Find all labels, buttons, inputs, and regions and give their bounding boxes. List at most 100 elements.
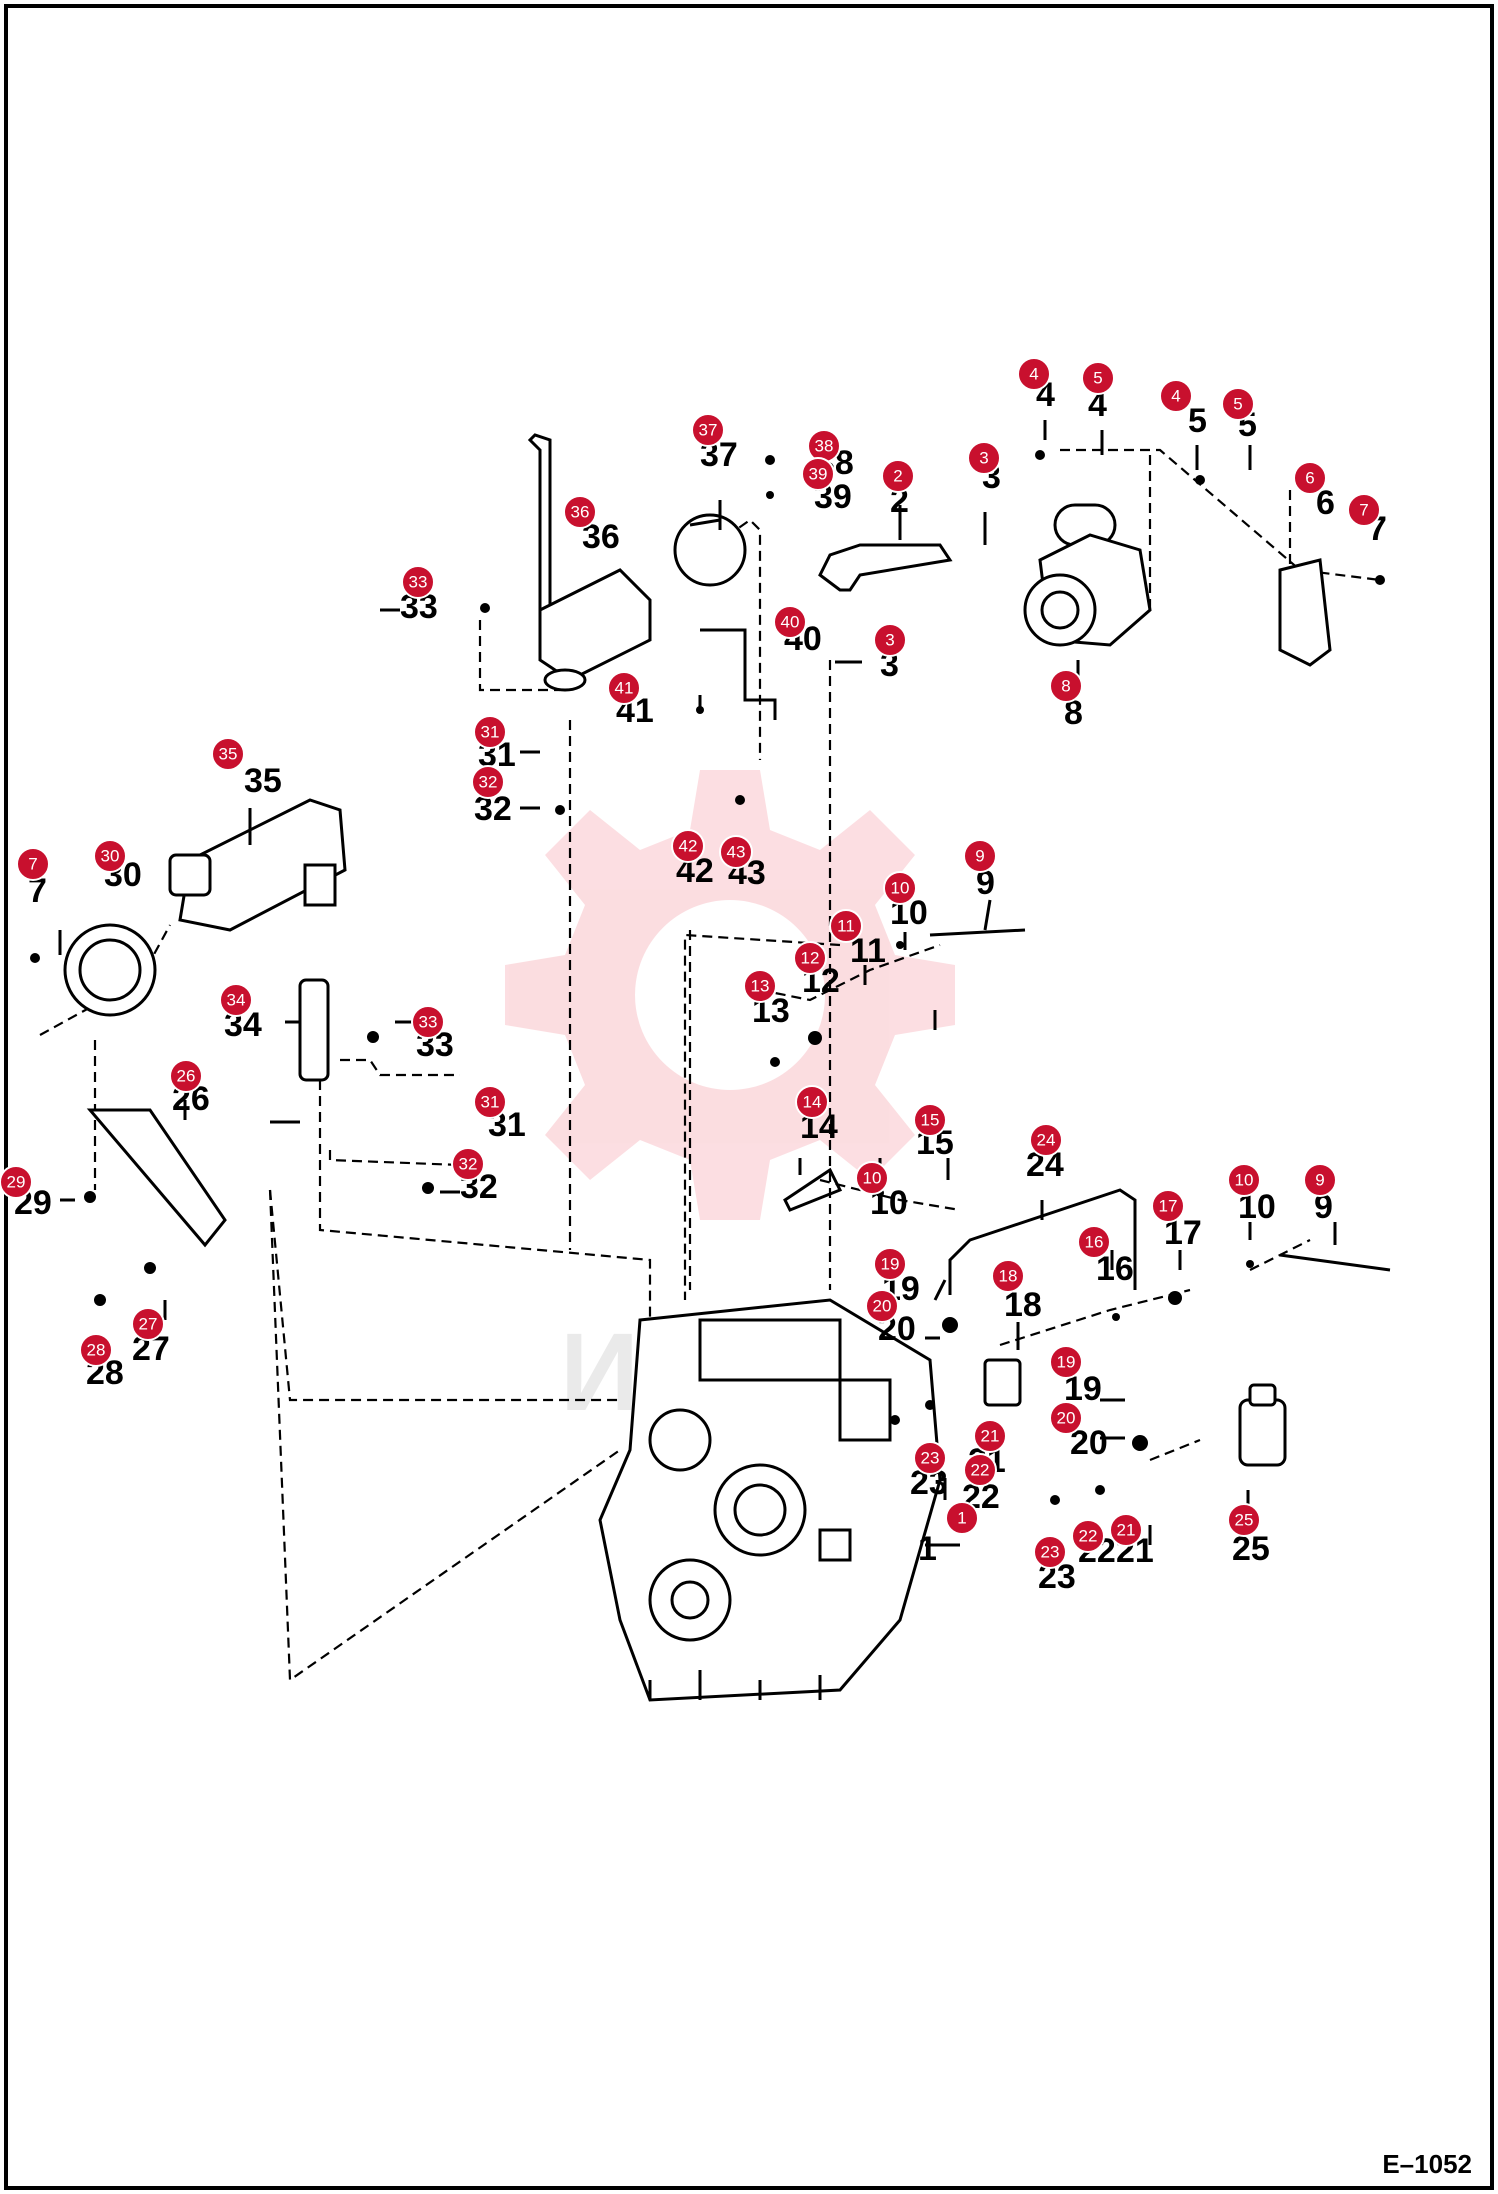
callout-badge-circle [607,671,641,705]
callout-10[interactable]: 10 [883,871,917,905]
clamp-30 [63,923,157,1017]
callout-number: 39 [809,465,828,484]
callout-10[interactable]: 10 [1227,1163,1261,1197]
callout-2[interactable]: 2 [881,459,915,493]
hose-2 [818,543,953,592]
callout-number: 26 [177,1067,196,1086]
callout-number: 37 [699,421,718,440]
ref-number-7: 7 [28,872,47,910]
callout-40[interactable]: 40 [773,605,807,639]
callout-3[interactable]: 3 [967,441,1001,475]
callout-badge-circle [973,1419,1007,1453]
callout-badge-circle [773,605,807,639]
callout-20[interactable]: 20 [1049,1401,1083,1435]
callout-number: 1 [957,1509,966,1528]
callout-8[interactable]: 8 [1049,669,1083,703]
callout-23[interactable]: 23 [913,1441,947,1475]
callout-23[interactable]: 23 [1033,1535,1067,1569]
callout-31[interactable]: 31 [473,715,507,749]
ref-number-1: 1 [918,1530,937,1568]
callout-33[interactable]: 33 [411,1005,445,1039]
callout-badge-circle [855,1161,889,1195]
callout-badge-circle [671,829,705,863]
callout-badge-circle [691,413,725,447]
callout-29[interactable]: 29 [0,1165,33,1199]
callout-badge-circle [1347,493,1381,527]
callout-36[interactable]: 36 [563,495,597,529]
callout-31[interactable]: 31 [473,1085,507,1119]
callout-21[interactable]: 21 [1109,1513,1143,1547]
callout-badge-circle [451,1147,485,1181]
callout-number: 40 [781,613,800,632]
filter-18 [983,1358,1022,1407]
callout-19[interactable]: 19 [873,1247,907,1281]
callout-11[interactable]: 11 [829,909,863,943]
callout-41[interactable]: 41 [607,671,641,705]
callout-15[interactable]: 15 [913,1103,947,1137]
callout-number: 21 [1117,1521,1136,1540]
callout-22[interactable]: 22 [1071,1519,1105,1553]
callout-7[interactable]: 7 [1347,493,1381,527]
callout-number: 18 [999,1267,1018,1286]
callout-27[interactable]: 27 [131,1307,165,1341]
hose-14 [783,1167,843,1212]
callout-9[interactable]: 9 [963,839,997,873]
callout-number: 3 [979,449,988,468]
callout-badge-circle [411,1005,445,1039]
callout-22[interactable]: 22 [963,1453,997,1487]
callout-badge-circle [719,835,753,869]
callout-17[interactable]: 17 [1151,1189,1185,1223]
callout-3[interactable]: 3 [873,623,907,657]
callout-35[interactable]: 35 [211,737,245,771]
callout-38[interactable]: 38 [807,429,841,463]
air-cleaner-assembly [1023,503,1152,647]
hose-9-right [1279,1253,1391,1272]
callout-6[interactable]: 6 [1293,461,1327,495]
callout-9[interactable]: 9 [1303,1163,1337,1197]
ref-number-9: 9 [976,864,995,902]
callout-number: 10 [863,1169,882,1188]
callout-42[interactable]: 42 [671,829,705,863]
callout-19[interactable]: 19 [1049,1345,1083,1379]
callout-37[interactable]: 37 [691,413,725,447]
callout-badge-circle [401,565,435,599]
callout-33[interactable]: 33 [401,565,435,599]
callout-number: 42 [679,837,698,856]
callout-number: 33 [419,1013,438,1032]
callout-13[interactable]: 13 [743,969,777,1003]
callout-16[interactable]: 16 [1077,1225,1111,1259]
callout-20[interactable]: 20 [865,1289,899,1323]
callout-7[interactable]: 7 [16,847,50,881]
callout-28[interactable]: 28 [79,1333,113,1367]
callout-badge-circle [913,1103,947,1137]
callout-badge-circle [79,1333,113,1367]
callout-21[interactable]: 21 [973,1419,1007,1453]
callout-32[interactable]: 32 [471,765,505,799]
callout-4[interactable]: 4 [1159,379,1193,413]
callout-number: 4 [1171,387,1180,406]
callout-12[interactable]: 12 [793,941,827,975]
callout-30[interactable]: 30 [93,839,127,873]
callout-39[interactable]: 39 [801,457,835,491]
hose-9-upper [929,928,1026,937]
callout-5[interactable]: 5 [1081,361,1115,395]
callout-18[interactable]: 18 [991,1259,1025,1293]
callout-34[interactable]: 34 [219,983,253,1017]
callout-24[interactable]: 24 [1029,1123,1063,1157]
callout-14[interactable]: 14 [795,1085,829,1119]
callout-number: 16 [1085,1233,1104,1252]
callout-number: 3 [885,631,894,650]
callout-number: 7 [1359,501,1368,520]
callout-5[interactable]: 5 [1221,387,1255,421]
callout-25[interactable]: 25 [1227,1503,1261,1537]
callout-badge-circle [1071,1519,1105,1553]
callout-1[interactable]: 1 [945,1501,979,1535]
callout-32[interactable]: 32 [451,1147,485,1181]
callout-number: 17 [1159,1197,1178,1216]
callout-number: 32 [479,773,498,792]
callout-badge-circle [743,969,777,1003]
callout-10[interactable]: 10 [855,1161,889,1195]
callout-43[interactable]: 43 [719,835,753,869]
callout-4[interactable]: 4 [1017,357,1051,391]
callout-26[interactable]: 26 [169,1059,203,1093]
